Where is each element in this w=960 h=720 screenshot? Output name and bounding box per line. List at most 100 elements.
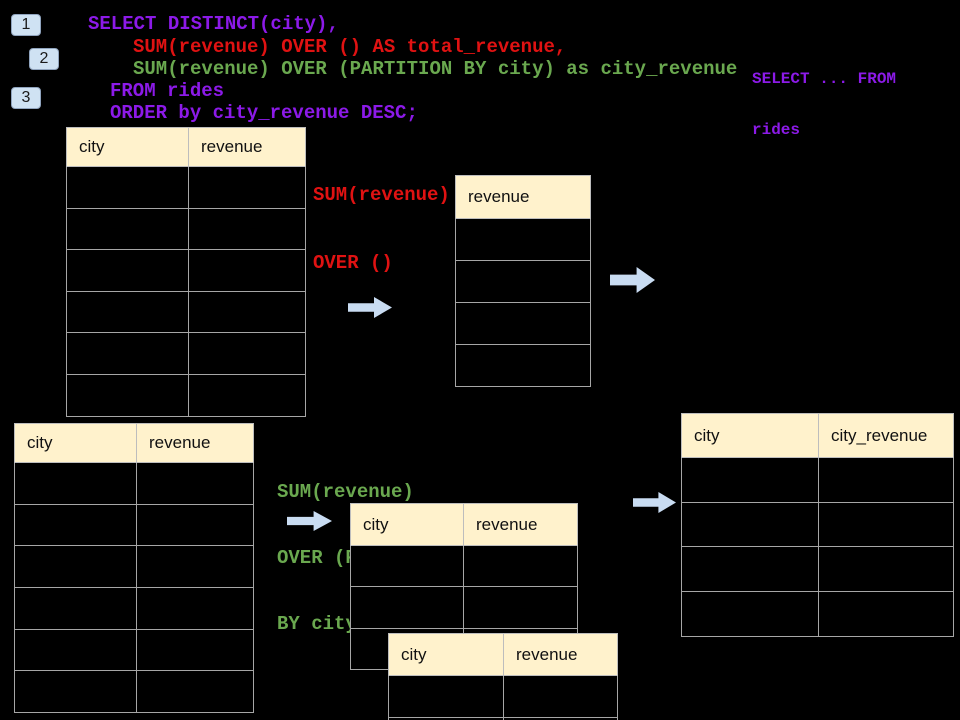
empty-cell bbox=[388, 675, 504, 718]
empty-cell bbox=[503, 675, 618, 718]
sql-line-total-revenue: SUM(revenue) OVER () AS total_revenue, bbox=[133, 36, 567, 58]
column-header: city bbox=[350, 503, 464, 546]
sql-line-from: FROM rides bbox=[110, 80, 225, 102]
empty-cell bbox=[681, 457, 819, 503]
table-row bbox=[388, 675, 618, 718]
empty-cell bbox=[818, 591, 954, 637]
empty-cell bbox=[66, 166, 189, 209]
empty-cell bbox=[14, 503, 137, 547]
empty-cell bbox=[136, 462, 254, 505]
arrow-right-icon bbox=[633, 492, 676, 513]
column-header: city_revenue bbox=[818, 413, 954, 458]
empty-cell bbox=[350, 544, 464, 588]
empty-cell bbox=[818, 457, 954, 503]
empty-cell bbox=[463, 586, 578, 629]
side-note-line-1: SELECT ... FROM bbox=[752, 70, 897, 88]
side-note-line-2: rides bbox=[752, 121, 801, 139]
empty-cell bbox=[350, 586, 464, 629]
table-row bbox=[350, 586, 578, 629]
empty-cell bbox=[455, 218, 591, 261]
column-header: revenue bbox=[136, 423, 254, 463]
empty-cell bbox=[66, 332, 189, 375]
empty-cell bbox=[188, 249, 306, 292]
annotation-total-line-1: SUM(revenue) bbox=[313, 184, 450, 206]
arrow-right-icon bbox=[610, 267, 655, 293]
arrow-right-shape bbox=[348, 297, 392, 318]
empty-cell bbox=[136, 503, 254, 547]
empty-cell bbox=[681, 501, 819, 548]
step-badge-1: 1 bbox=[11, 14, 41, 36]
table-row bbox=[14, 587, 254, 630]
table-row bbox=[14, 628, 254, 672]
table-row bbox=[14, 670, 254, 714]
table-row bbox=[66, 332, 306, 375]
step-badge-2-label: 2 bbox=[39, 50, 49, 67]
empty-cell bbox=[66, 290, 189, 334]
empty-cell bbox=[188, 373, 306, 417]
empty-cell bbox=[136, 545, 254, 589]
sql-line-partition: SUM(revenue) OVER (PARTITION BY city) as… bbox=[133, 58, 738, 80]
table-row bbox=[681, 546, 954, 593]
table-row bbox=[66, 249, 306, 292]
empty-cell bbox=[818, 501, 954, 548]
column-header: city bbox=[14, 423, 137, 463]
empty-cell bbox=[455, 302, 591, 345]
empty-cell bbox=[136, 587, 254, 630]
step-badge-2: 2 bbox=[29, 48, 59, 70]
table-row bbox=[66, 373, 306, 417]
annotation-partition-line-1: SUM(revenue) bbox=[277, 481, 414, 503]
arrow-right-icon bbox=[287, 511, 332, 531]
side-note: SELECT ... FROM rides bbox=[752, 37, 896, 173]
sql-line-select: SELECT DISTINCT(city), bbox=[88, 13, 339, 35]
step-badge-3-label: 3 bbox=[21, 89, 31, 106]
empty-cell bbox=[14, 545, 137, 589]
table-row bbox=[681, 457, 954, 503]
column-header: city bbox=[388, 633, 504, 676]
annotation-total-line-2: OVER () bbox=[313, 251, 393, 274]
empty-cell bbox=[66, 373, 189, 417]
empty-cell bbox=[818, 546, 954, 593]
table-row bbox=[14, 462, 254, 505]
empty-cell bbox=[455, 260, 591, 303]
arrow-right-shape bbox=[610, 267, 655, 293]
column-header: revenue bbox=[463, 503, 578, 546]
annotation-total-revenue: SUM(revenue) OVER () bbox=[313, 139, 450, 319]
arrow-right-icon bbox=[348, 297, 392, 318]
empty-cell bbox=[681, 591, 819, 637]
table-row bbox=[66, 207, 306, 251]
table-row bbox=[350, 544, 578, 588]
step-badge-1-label: 1 bbox=[21, 16, 31, 33]
column-header: city bbox=[66, 127, 189, 167]
empty-cell bbox=[188, 290, 306, 334]
table-row bbox=[455, 302, 591, 345]
table-row bbox=[66, 166, 306, 209]
empty-cell bbox=[455, 344, 591, 387]
empty-cell bbox=[188, 332, 306, 375]
table-row bbox=[66, 290, 306, 334]
arrow-right-shape bbox=[633, 492, 676, 513]
table-row bbox=[388, 717, 618, 720]
table-row bbox=[455, 344, 591, 387]
arrow-right-shape bbox=[287, 511, 332, 531]
empty-cell bbox=[66, 249, 189, 292]
empty-cell bbox=[188, 207, 306, 251]
sql-line-order-by: ORDER by city_revenue DESC; bbox=[110, 102, 418, 124]
empty-cell bbox=[136, 628, 254, 672]
empty-cell bbox=[14, 670, 137, 714]
step-badge-3: 3 bbox=[11, 87, 41, 109]
empty-cell bbox=[503, 717, 618, 720]
table-row bbox=[14, 503, 254, 547]
column-header: city bbox=[681, 413, 819, 458]
column-header: revenue bbox=[455, 175, 591, 219]
empty-cell bbox=[188, 166, 306, 209]
column-header: revenue bbox=[188, 127, 306, 167]
